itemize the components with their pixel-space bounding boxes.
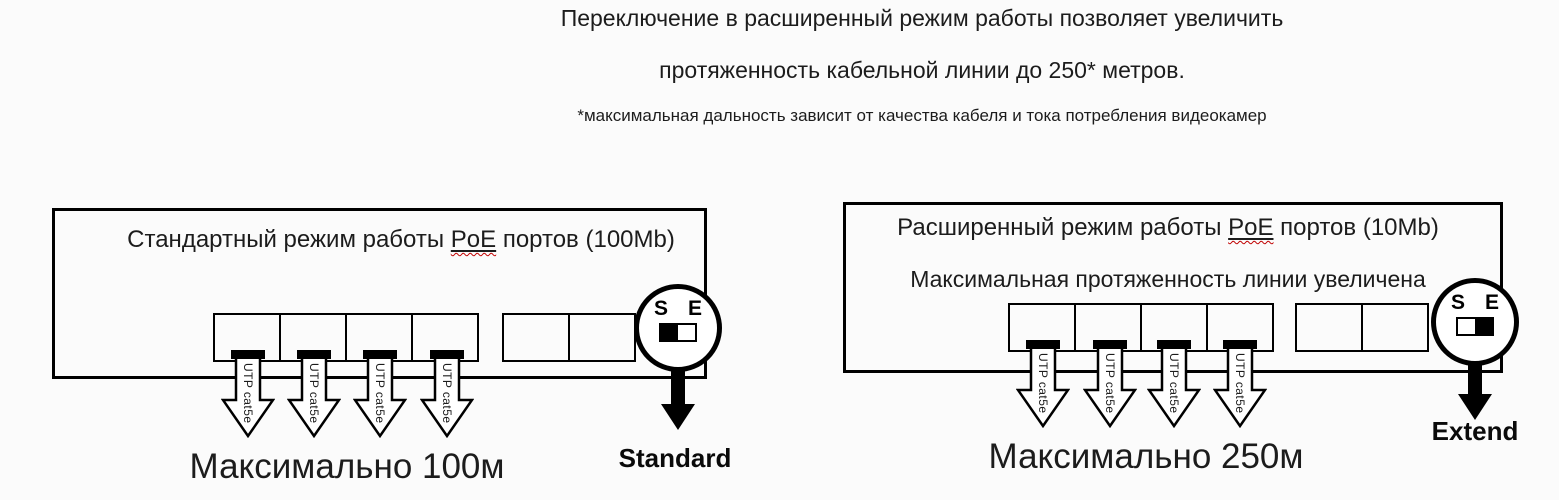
poe-word: PoE — [450, 226, 497, 253]
cable-label: UTP cat5e — [1233, 353, 1247, 413]
utp-cable-arrow-icon: UTP cat5e — [1213, 340, 1267, 428]
utp-cable-arrow-icon: UTP cat5e — [287, 350, 341, 438]
extend-mode-switch-circle: S E — [1431, 278, 1519, 366]
utp-cable-arrow-icon: UTP cat5e — [221, 350, 275, 438]
uplink-port — [502, 313, 570, 362]
standard-title-suffix: портов (100Mb) — [496, 226, 675, 253]
uplink-port — [568, 313, 636, 362]
utp-cable-arrow-icon: UTP cat5e — [420, 350, 474, 438]
cable-label: UTP cat5e — [440, 363, 454, 423]
letter-s: S — [654, 297, 669, 320]
intro-footnote: *максимальная дальность зависит от качес… — [577, 106, 1267, 125]
standard-uplink-port-group — [502, 313, 636, 362]
standard-mode-switch-circle: S E — [634, 284, 722, 372]
se-letters: S E — [1436, 283, 1514, 313]
mode-arrow-down-icon — [661, 368, 695, 430]
toggle-knob — [661, 325, 678, 340]
letter-e: E — [1484, 291, 1499, 314]
utp-cable-arrow-icon: UTP cat5e — [1083, 340, 1137, 428]
extend-panel-subtitle: Максимальная протяженность линии увеличе… — [910, 266, 1426, 292]
utp-cable-arrow-icon: UTP cat5e — [1016, 340, 1070, 428]
intro-line-2: протяженность кабельной линии до 250* ме… — [659, 57, 1185, 83]
letter-e: E — [687, 297, 702, 320]
cable-label: UTP cat5e — [307, 363, 321, 423]
letter-s: S — [1451, 291, 1466, 314]
cable-label: UTP cat5e — [1103, 353, 1117, 413]
extend-uplink-port-group — [1295, 303, 1429, 352]
poe-word: PoE — [1228, 214, 1274, 241]
uplink-port — [1295, 303, 1363, 352]
toggle-knob — [1475, 319, 1492, 334]
standard-mode-label: Standard — [618, 443, 732, 473]
extend-max-length-label: Максимально 250м — [988, 437, 1304, 476]
utp-cable-arrow-icon: UTP cat5e — [353, 350, 407, 438]
se-letters: S E — [639, 289, 717, 319]
standard-panel-title: Стандартный режим работы PoE портов (100… — [92, 226, 710, 254]
extend-se-toggle — [1456, 317, 1494, 336]
extend-panel-title: Расширенный режим работы PoE портов (10M… — [868, 214, 1468, 242]
intro-line-1: Переключение в расширенный режим работы … — [560, 5, 1284, 31]
standard-max-length-label: Максимально 100м — [189, 447, 505, 486]
utp-cable-arrow-icon: UTP cat5e — [1147, 340, 1201, 428]
mode-arrow-down-icon — [1458, 360, 1492, 420]
standard-title-prefix: Стандартный режим работы — [127, 226, 451, 253]
cable-label: UTP cat5e — [373, 363, 387, 423]
uplink-port — [1361, 303, 1429, 352]
extend-title-suffix: портов (10Mb) — [1273, 214, 1439, 241]
cable-label: UTP cat5e — [1036, 353, 1050, 413]
extend-mode-label: Extend — [1431, 416, 1519, 446]
extend-title-prefix: Расширенный режим работы — [897, 214, 1229, 241]
cable-label: UTP cat5e — [1167, 353, 1181, 413]
cable-label: UTP cat5e — [241, 363, 255, 423]
standard-se-toggle — [659, 323, 697, 342]
